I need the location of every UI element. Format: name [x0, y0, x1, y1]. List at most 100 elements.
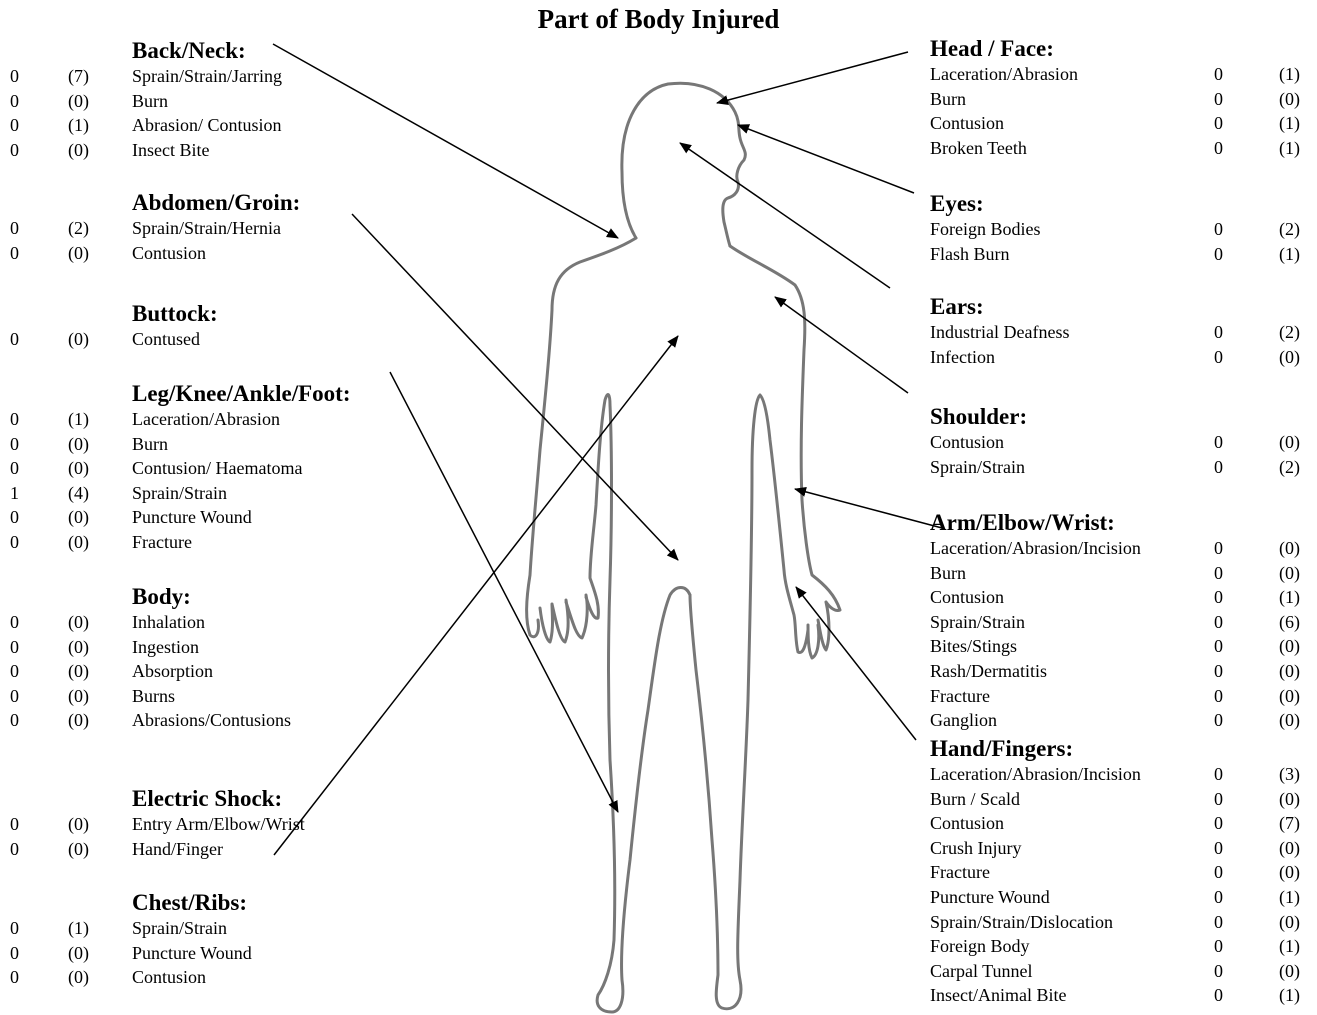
previous-count: (0): [1279, 430, 1300, 455]
injury-label: Infection: [930, 345, 995, 370]
current-count: 0: [1214, 659, 1223, 684]
injury-row: Fracture0(0): [0, 860, 1317, 885]
injury-row: Burn / Scald 0 (0): [0, 787, 1317, 812]
injury-row: Foreign Body 0 (1): [0, 934, 1317, 959]
injury-row: Laceration/Abrasion 0 (1): [0, 62, 1317, 87]
group-heading: Head / Face:: [930, 36, 1054, 62]
injury-row: 1(4)Sprain/Strain: [0, 481, 1317, 506]
previous-count: (3): [1279, 762, 1300, 787]
injury-label: Flash Burn: [930, 242, 1010, 267]
previous-count: (2): [1279, 320, 1300, 345]
injury-label: Laceration/Abrasion/Incision: [930, 762, 1141, 787]
previous-count: (6): [1279, 610, 1300, 635]
previous-count: (2): [1279, 217, 1300, 242]
injury-row: 0(1)Laceration/Abrasion: [0, 407, 1317, 432]
current-count: 0: [10, 505, 19, 530]
injury-label: Sprain/Strain: [930, 455, 1025, 480]
injury-label: Laceration/Abrasion/Incision: [930, 536, 1141, 561]
injury-row: Laceration/Abrasion/Incision 0 (3): [0, 762, 1317, 787]
injury-label: Crush Injury: [930, 836, 1022, 861]
injury-label: Contusion: [930, 430, 1004, 455]
injury-label: Broken Teeth: [930, 136, 1027, 161]
current-count: 0: [1214, 430, 1223, 455]
previous-count: (0): [1279, 708, 1300, 733]
injury-row: Contusion 0 (7): [0, 811, 1317, 836]
current-count: 0: [1214, 762, 1223, 787]
previous-count: (0): [1279, 836, 1300, 861]
injury-row: Sprain/Strain 0 (2): [0, 455, 1317, 480]
group-heading: Leg/Knee/Ankle/Foot:: [132, 381, 350, 407]
current-count: 0: [1214, 217, 1223, 242]
injury-label: Burn / Scald: [930, 787, 1020, 812]
current-count: 0: [1214, 860, 1223, 885]
current-count: 0: [1214, 585, 1223, 610]
injury-row: Puncture Wound 0 (1): [0, 885, 1317, 910]
previous-count: (1): [1279, 585, 1300, 610]
current-count: 0: [1214, 959, 1223, 984]
current-count: 0: [1214, 708, 1223, 733]
group-heading: Hand/Fingers:: [930, 736, 1073, 762]
current-count: 0: [1214, 934, 1223, 959]
current-count: 0: [1214, 136, 1223, 161]
current-count: 0: [1214, 885, 1223, 910]
group-heading: Eyes:: [930, 191, 984, 217]
injury-label: Puncture Wound: [930, 885, 1050, 910]
previous-count: (0): [1279, 345, 1300, 370]
group-heading: Abdomen/Groin:: [132, 190, 300, 216]
current-count: 0: [1214, 62, 1223, 87]
current-count: 0: [10, 407, 19, 432]
group-heading: Arm/Elbow/Wrist:: [930, 510, 1115, 536]
injury-label: Contusion: [930, 811, 1004, 836]
current-count: 0: [1214, 242, 1223, 267]
current-count: 0: [1214, 111, 1223, 136]
previous-count: (0): [1279, 536, 1300, 561]
previous-count: (1): [1279, 885, 1300, 910]
injury-label: Laceration/Abrasion: [930, 62, 1078, 87]
current-count: 0: [1214, 345, 1223, 370]
injury-label: Industrial Deafness: [930, 320, 1069, 345]
current-count: 0: [1214, 787, 1223, 812]
previous-count: (2): [1279, 455, 1300, 480]
previous-count: (0): [1279, 659, 1300, 684]
injury-label: Fracture: [930, 860, 990, 885]
previous-count: (0): [1279, 634, 1300, 659]
previous-count: (0): [1279, 959, 1300, 984]
current-count: 0: [1214, 610, 1223, 635]
current-count: 0: [1214, 983, 1223, 1008]
current-count: 0: [1214, 811, 1223, 836]
current-count: 0: [1214, 634, 1223, 659]
previous-count: (1): [1279, 111, 1300, 136]
previous-count: (0): [1279, 87, 1300, 112]
previous-count: (1): [68, 407, 89, 432]
previous-count: (0): [1279, 787, 1300, 812]
previous-count: (1): [1279, 983, 1300, 1008]
injury-row: Broken Teeth 0 (1): [0, 136, 1317, 161]
injury-label: Bites/Stings: [930, 634, 1017, 659]
current-count: 0: [1214, 455, 1223, 480]
previous-count: (1): [1279, 136, 1300, 161]
injury-label: Contusion: [930, 585, 1004, 610]
injury-label: Burn: [930, 87, 966, 112]
previous-count: (1): [1279, 934, 1300, 959]
group-heading: Ears:: [930, 294, 984, 320]
injury-row: Contusion0(1): [0, 111, 1317, 136]
injury-row: Carpal Tunnel0(0): [0, 959, 1317, 984]
injury-label: Burn: [930, 561, 966, 586]
current-count: 0: [1214, 836, 1223, 861]
injury-row: Burn0(0): [0, 561, 1317, 586]
previous-count: (1): [1279, 62, 1300, 87]
injury-label: Sprain/Strain/Dislocation: [930, 910, 1113, 935]
injury-label: Foreign Bodies: [930, 217, 1041, 242]
current-count: 0: [1214, 561, 1223, 586]
current-count: 1: [10, 481, 19, 506]
injury-row: Contusion 0 (0): [0, 430, 1317, 455]
current-count: 0: [1214, 536, 1223, 561]
previous-count: (7): [1279, 811, 1300, 836]
injury-label: Foreign Body: [930, 934, 1030, 959]
